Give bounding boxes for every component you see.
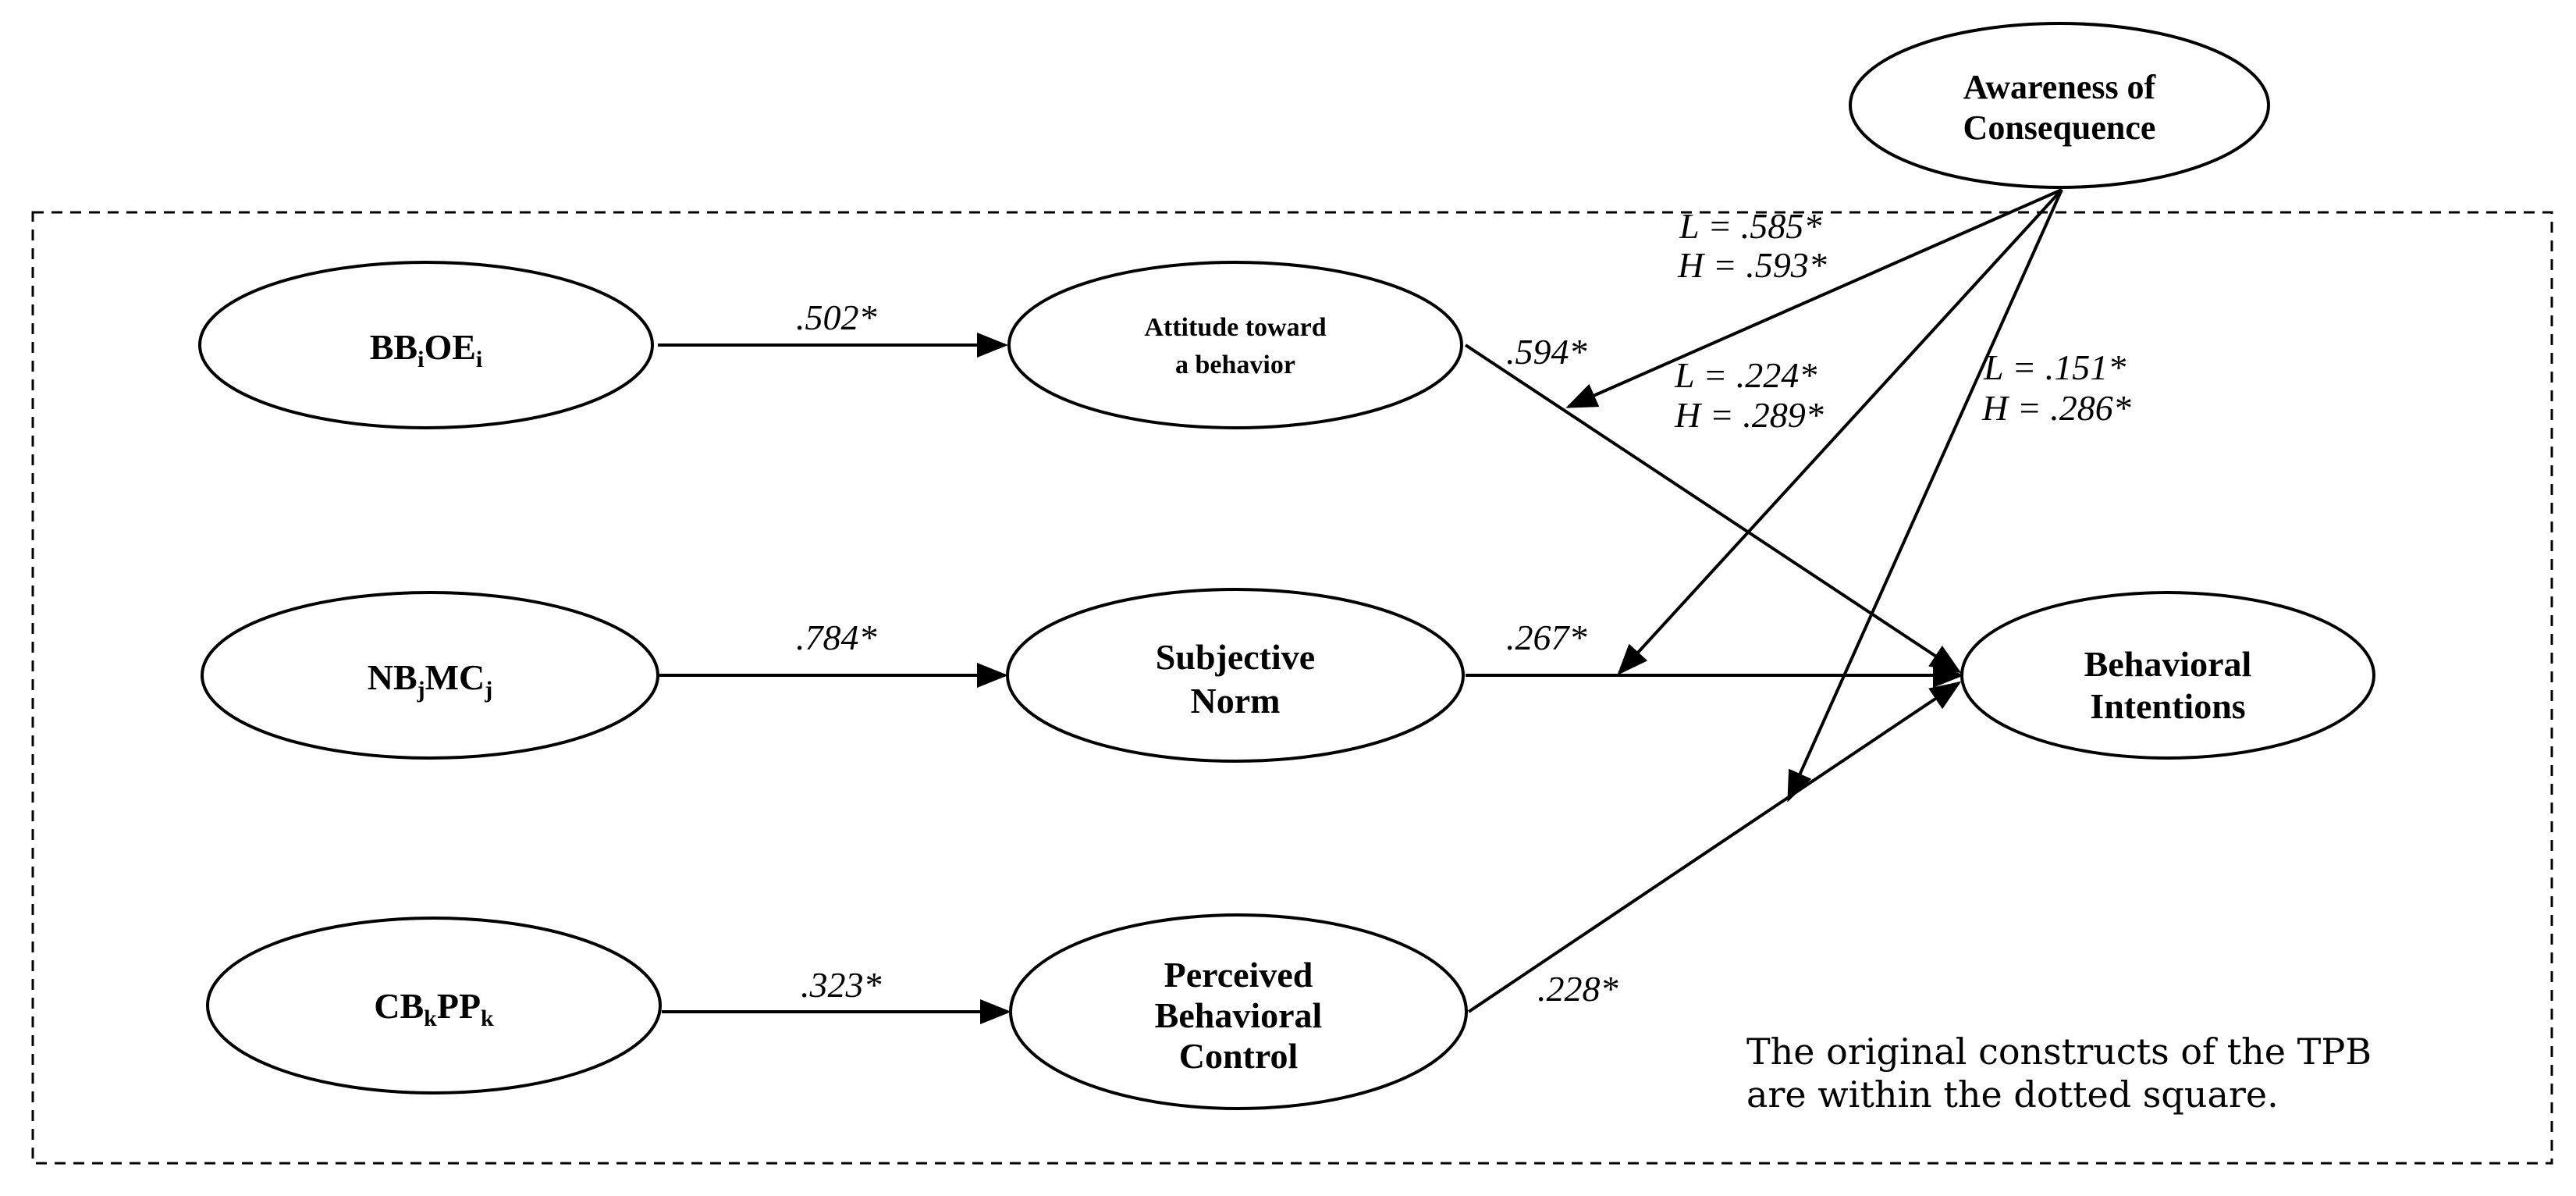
label-sn-to-bi: .267* bbox=[1506, 618, 1587, 657]
label-ac-to-attitude-h: H = .593* bbox=[1677, 245, 1827, 285]
svg-text:CBkPPk: CBkPPk bbox=[374, 986, 494, 1031]
node-sn-line2: Norm bbox=[1191, 681, 1281, 721]
label-ac-to-sn-l: L = .224* bbox=[1674, 355, 1817, 395]
label-ac-to-pbc-l: L = .151* bbox=[1983, 347, 2126, 387]
node-bi-line2: Intentions bbox=[2090, 686, 2245, 726]
label-cbpp-to-pbc: .323* bbox=[801, 965, 882, 1005]
node-bb-oe-part2: OE bbox=[424, 327, 475, 367]
tpb-boundary bbox=[31, 211, 2553, 1165]
node-nb-mc-sub2: j bbox=[484, 677, 492, 703]
edge-ac-to-sn-path bbox=[1617, 188, 2063, 675]
label-nbmc-to-sn: .784* bbox=[796, 618, 877, 657]
label-ac-to-pbc-h: H = .286* bbox=[1981, 388, 2131, 428]
node-cb-pp: CBkPPk bbox=[206, 917, 662, 1095]
node-bb-oe-sub2: i bbox=[476, 347, 482, 372]
svg-text:BBiOEi: BBiOEi bbox=[370, 327, 483, 372]
node-cb-pp-sub1: k bbox=[424, 1006, 437, 1031]
node-bb-oe: BBiOEi bbox=[198, 261, 654, 429]
node-nb-mc-sub1: j bbox=[417, 677, 425, 703]
boundary-note-line2: are within the dotted square. bbox=[1746, 1073, 2279, 1116]
node-behavioral-intentions: Behavioral Intentions bbox=[1960, 591, 2375, 760]
node-nb-mc-part1: NB bbox=[368, 657, 417, 697]
edge-attitude-to-bi bbox=[1464, 343, 1962, 674]
node-subjective-norm: Subjective Norm bbox=[1006, 588, 1465, 763]
node-pbc: Perceived Behavioral Control bbox=[1009, 913, 1468, 1110]
edge-pbc-to-bi bbox=[1467, 681, 1962, 1013]
node-ac-line2: Consequence bbox=[1963, 109, 2156, 147]
node-attitude-line2: a behavior bbox=[1175, 351, 1295, 379]
edge-ac-to-attitude-path bbox=[1565, 188, 2063, 408]
node-attitude: Attitude toward a behavior bbox=[1007, 261, 1463, 429]
node-sn-line1: Subjective bbox=[1156, 637, 1315, 677]
label-bboe-to-attitude: .502* bbox=[796, 297, 877, 337]
node-pbc-line2: Behavioral bbox=[1155, 995, 1323, 1035]
node-bi-line1: Behavioral bbox=[2084, 644, 2252, 684]
node-nb-mc-part2: MC bbox=[425, 657, 485, 697]
label-ac-to-sn-h: H = .289* bbox=[1674, 395, 1824, 435]
node-ac-line1: Awareness of bbox=[1963, 68, 2157, 106]
node-bb-oe-part1: BB bbox=[370, 327, 417, 367]
node-pbc-line3: Control bbox=[1179, 1036, 1299, 1076]
label-attitude-to-bi: .594* bbox=[1506, 332, 1587, 372]
node-attitude-line1: Attitude toward bbox=[1144, 313, 1326, 342]
label-ac-to-attitude-l: L = .585* bbox=[1679, 206, 1821, 246]
node-bb-oe-sub1: i bbox=[417, 347, 424, 372]
node-cb-pp-part2: PP bbox=[437, 986, 481, 1026]
svg-text:NBjMCj: NBjMCj bbox=[368, 657, 493, 703]
node-pbc-line1: Perceived bbox=[1164, 955, 1313, 995]
node-cb-pp-part1: CB bbox=[374, 986, 424, 1026]
node-cb-pp-sub2: k bbox=[481, 1006, 494, 1031]
node-nb-mc: NBjMCj bbox=[201, 591, 659, 760]
label-pbc-to-bi: .228* bbox=[1537, 969, 1618, 1009]
boundary-note-line1: The original constructs of the TPB bbox=[1746, 1030, 2372, 1073]
node-awareness: Awareness of Consequence bbox=[1849, 22, 2270, 189]
edge-ac-to-pbc-path bbox=[1787, 189, 2063, 803]
